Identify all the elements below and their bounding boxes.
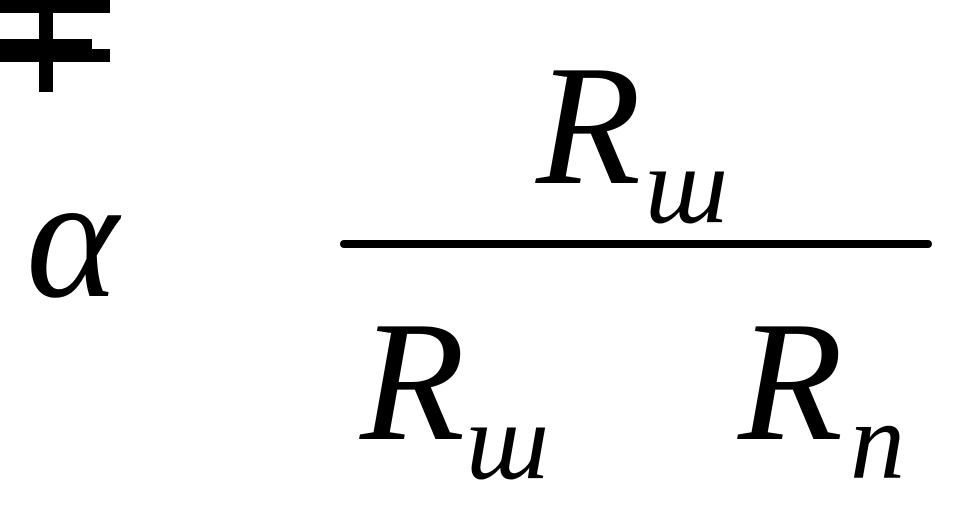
numerator-subscript: ш [645, 124, 729, 246]
equals-bar-top [0, 0, 110, 13]
denominator-term2-subscript: п [850, 380, 905, 502]
numerator-symbol: R [536, 31, 642, 221]
denominator-term1-subscript: ш [466, 380, 550, 502]
fraction-line [340, 240, 932, 248]
denominator-term2-symbol: R [738, 287, 844, 477]
alpha-symbol: α [26, 140, 119, 335]
plus-vertical [39, 0, 53, 92]
plus-sign [0, 0, 92, 154]
denominator-term1-symbol: R [360, 287, 466, 477]
